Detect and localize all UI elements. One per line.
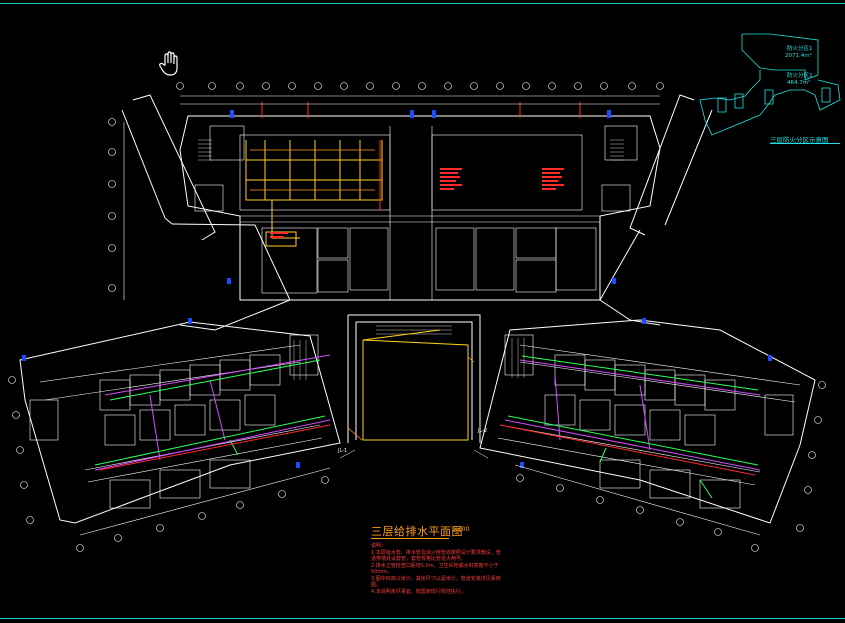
water-supply-pipes: [245, 140, 469, 441]
notes-line: 2.排水立管检查口距地1.0m，卫生间地漏水封高度不小于50mm。: [371, 562, 499, 576]
key-plan-zone1-name: 防火分区1: [787, 46, 813, 52]
red-annotation-blocks: [270, 168, 564, 238]
key-plan-zone2-name: 防火分区2: [787, 73, 813, 79]
notes-line: 1.本层给水管、排水管及消火栓管道按照设计要求敷设，管道穿墙处设套管，套管规格比…: [371, 549, 501, 563]
drawing-notes: 说明： 1.本层给水管、排水管及消火栓管道按照设计要求敷设，管道穿墙处设套管，套…: [371, 543, 501, 595]
key-plan-zone1-area: 2071.4m²: [785, 53, 812, 59]
drawing-title: 三层给排水平面图: [371, 525, 463, 538]
interior-walls-upper: [194, 125, 638, 300]
building-outline: [19, 94, 816, 524]
key-plan-title-underline: [770, 143, 840, 144]
riser-callouts: [339, 449, 489, 459]
drawing-title-underline: [371, 538, 449, 539]
reclaimed-water-pipes: [94, 355, 759, 499]
hand-icon: [159, 51, 178, 76]
riser-label-left: JL-1: [338, 448, 348, 454]
drain-pipes: [250, 149, 475, 441]
fire-pipes: [99, 102, 756, 476]
key-plan-title: 三层防火分区示意图: [770, 136, 829, 144]
hot-water-pipes: [94, 354, 761, 471]
notes-line: 3.图中标高以米计，其余尺寸以毫米计，管道安装详见系统图。: [371, 575, 501, 589]
notes-heading: 说明：: [371, 543, 387, 549]
riser-label-right: JL-2: [478, 428, 488, 434]
interior-walls-right-wing: [497, 334, 801, 509]
notes-line: 4.本说明未尽事宜，按国家现行规范执行。: [371, 588, 466, 595]
key-plan: [699, 33, 841, 136]
drawing-scale: 1:100: [452, 526, 470, 533]
frame-bottom-border: [0, 618, 845, 619]
frame-top-border: [0, 3, 845, 4]
key-plan-zone2-area: 464.7m²: [787, 80, 811, 86]
axis-grid-bubbles: [8, 82, 826, 552]
blue-riser-markers: [22, 110, 772, 468]
